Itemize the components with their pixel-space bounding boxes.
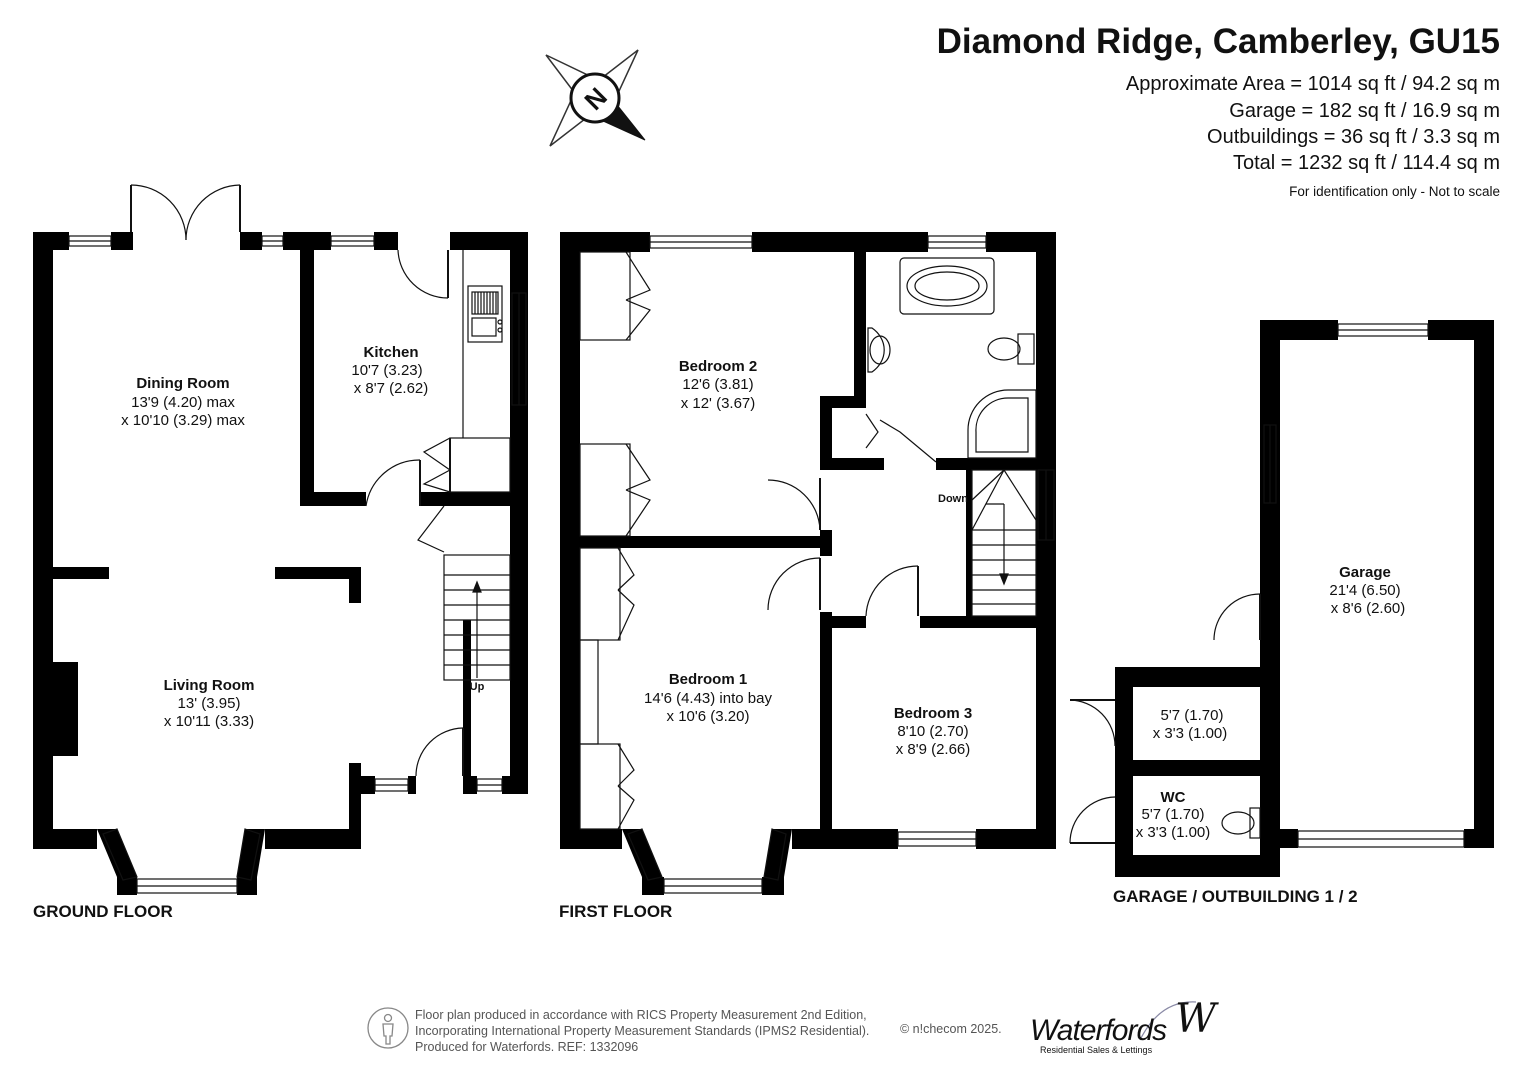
bedroom1-name: Bedroom 1 — [669, 671, 747, 688]
dining-room-dim2: x 10'10 (3.29) max — [121, 412, 245, 429]
property-title: Diamond Ridge, Camberley, GU15 — [936, 22, 1500, 61]
garage-fixtures — [1069, 323, 1465, 848]
ground-floor-label: GROUND FLOOR — [33, 902, 173, 921]
disclaimer: For identification only - Not to scale — [1289, 184, 1500, 199]
garage-dim2: x 8'6 (2.60) — [1331, 600, 1406, 617]
compass-icon: N — [545, 49, 646, 147]
first-floor-plan — [560, 232, 1056, 895]
first-floor-fixtures — [579, 235, 1055, 894]
brand-name: Waterfords — [1030, 1014, 1167, 1047]
bedroom2-dim2: x 12' (3.67) — [681, 395, 756, 412]
bedroom3-dim1: 8'10 (2.70) — [897, 723, 968, 740]
bedroom2-name: Bedroom 2 — [679, 358, 757, 375]
brand-tagline: Residential Sales & Lettings — [1040, 1045, 1153, 1055]
person-icon — [367, 1007, 409, 1049]
ground-floor-plan — [33, 232, 528, 895]
wc-name: WC — [1161, 789, 1186, 806]
footer-line-2: Incorporating International Property Mea… — [415, 1024, 870, 1038]
outbuilding-dim1: 5'7 (1.70) — [1161, 707, 1224, 724]
stairs-down-label: Down — [938, 493, 968, 505]
footer-statement: Floor plan produced in accordance with R… — [415, 1007, 869, 1055]
bedroom1-dim1: 14'6 (4.43) into bay — [644, 690, 772, 707]
footer-line-1: Floor plan produced in accordance with R… — [415, 1008, 867, 1022]
kitchen-dim1: 10'7 (3.23) — [351, 362, 422, 379]
stairs-up-label: Up — [470, 681, 485, 693]
wc-dim2: x 3'3 (1.00) — [1136, 824, 1211, 841]
garage-dim1: 21'4 (6.50) — [1329, 582, 1400, 599]
bedroom3-dim2: x 8'9 (2.66) — [896, 741, 971, 758]
first-floor-label: FIRST FLOOR — [559, 902, 673, 921]
garage-name: Garage — [1339, 564, 1391, 581]
ground-floor-fixtures — [68, 184, 527, 894]
bedroom3-name: Bedroom 3 — [894, 705, 972, 722]
bedroom1-dim2: x 10'6 (3.20) — [667, 708, 750, 725]
total-area: Total = 1232 sq ft / 114.4 sq m — [1232, 152, 1500, 174]
svg-text:W: W — [1175, 996, 1219, 1042]
kitchen-name: Kitchen — [363, 344, 418, 361]
waterfords-logo: W Waterfords Residential Sales & Letting… — [1030, 996, 1219, 1055]
living-room-name: Living Room — [164, 677, 255, 694]
garage-area: Garage = 182 sq ft / 16.9 sq m — [1229, 100, 1500, 122]
garage-plan — [1115, 320, 1494, 877]
kitchen-dim2: x 8'7 (2.62) — [354, 380, 429, 397]
outbuildings-area: Outbuildings = 36 sq ft / 3.3 sq m — [1207, 126, 1500, 148]
footer-line-3: Produced for Waterfords. REF: 1332096 — [415, 1040, 639, 1054]
room-labels: Dining Room 13'9 (4.20) max x 10'10 (3.2… — [121, 344, 1405, 841]
living-room-dim1: 13' (3.95) — [178, 695, 241, 712]
copyright: © n!checom 2025. — [900, 1022, 1002, 1036]
living-room-dim2: x 10'11 (3.33) — [164, 713, 254, 730]
bedroom2-dim1: 12'6 (3.81) — [682, 376, 753, 393]
approximate-area: Approximate Area = 1014 sq ft / 94.2 sq … — [1125, 73, 1500, 95]
outbuilding-dim2: x 3'3 (1.00) — [1153, 725, 1228, 742]
dining-room-dim1: 13'9 (4.20) max — [131, 394, 235, 411]
wc-dim1: 5'7 (1.70) — [1142, 806, 1205, 823]
garage-floor-label: GARAGE / OUTBUILDING 1 / 2 — [1113, 887, 1358, 906]
dining-room-name: Dining Room — [136, 375, 229, 392]
